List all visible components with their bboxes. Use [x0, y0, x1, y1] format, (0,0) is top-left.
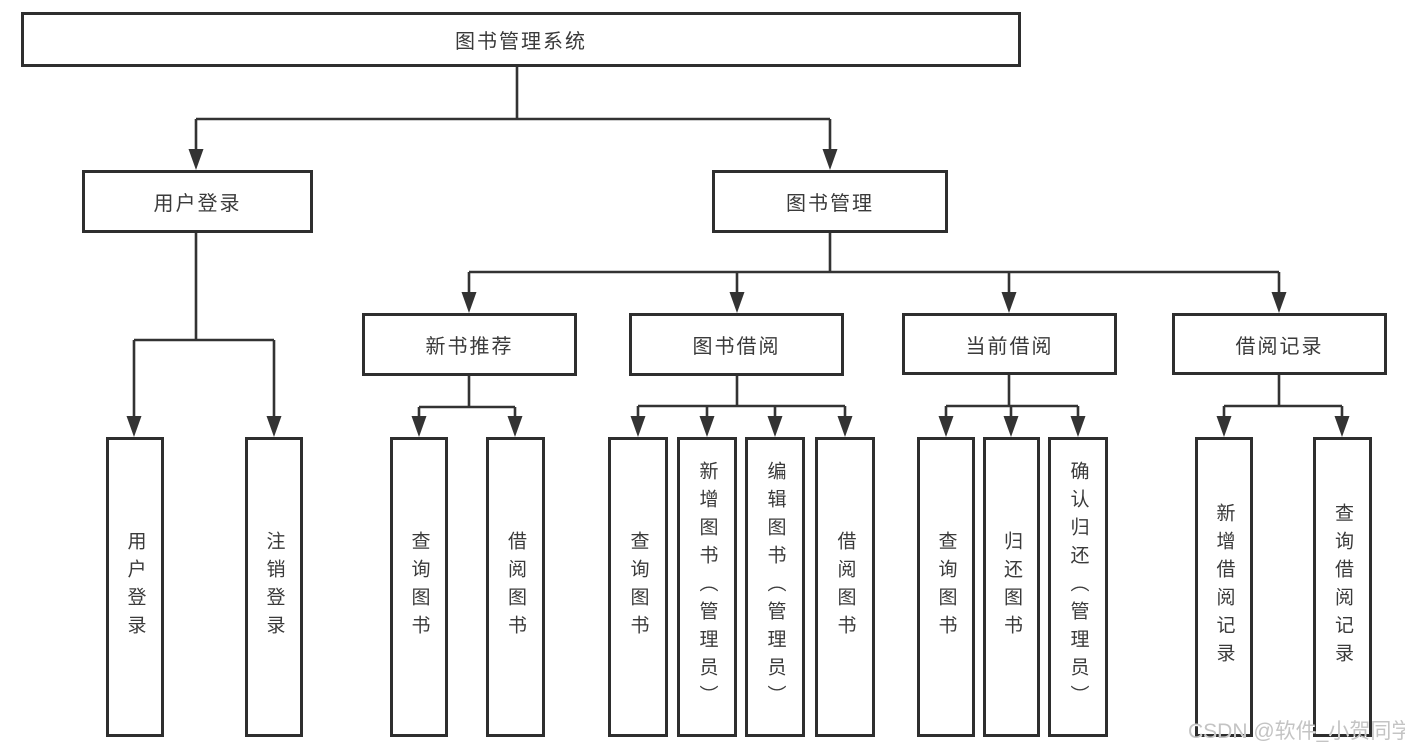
arrowhead-icon [1001, 292, 1017, 313]
leaf-current-confirm-admin: 确认归还（管理员） [1048, 437, 1108, 737]
leaf-borrow-edit-admin-label: 编辑图书（管理员） [764, 461, 786, 713]
csdn-watermark: CSDN @软件_小贺同学 [1188, 720, 1405, 743]
connector-newbook-to-leaves [417, 376, 517, 420]
arrowhead-icon [1216, 416, 1232, 437]
node-root: 图书管理系统 [21, 12, 1021, 67]
node-user-login: 用户登录 [82, 170, 313, 233]
arrowhead-icon [1271, 292, 1287, 313]
leaf-current-return-label: 归还图书 [1001, 531, 1022, 643]
arrowhead-icon [461, 292, 477, 313]
connector-userlogin-to-leaves [132, 233, 276, 419]
leaf-record-add: 新增借阅记录 [1195, 437, 1253, 737]
connector-current-to-leaves [944, 375, 1080, 420]
connector-root-to-level2 [194, 67, 832, 152]
leaf-current-query: 查询图书 [917, 437, 975, 737]
leaf-borrow-add-admin: 新增图书（管理员） [677, 437, 737, 737]
leaf-user-login-label: 用户登录 [124, 531, 146, 643]
arrowhead-icon [1003, 416, 1019, 437]
leaf-newbook-borrow-label: 借阅图书 [505, 531, 526, 643]
node-book-management: 图书管理 [712, 170, 948, 233]
arrowheads [126, 149, 1350, 437]
leaf-logout-label: 注销登录 [263, 531, 285, 643]
node-user-login-label: 用户登录 [153, 193, 242, 215]
leaf-current-query-label: 查询图书 [935, 531, 957, 643]
connector-lines [132, 67, 1344, 420]
leaf-borrow-borrow: 借阅图书 [815, 437, 875, 737]
arrowhead-icon [822, 149, 838, 170]
arrowhead-icon [837, 416, 853, 437]
arrowhead-icon [767, 416, 783, 437]
arrowhead-icon [938, 416, 954, 437]
node-borrow-record-label: 借阅记录 [1235, 335, 1324, 358]
leaf-borrow-query: 查询图书 [608, 437, 668, 737]
leaf-newbook-borrow: 借阅图书 [486, 437, 545, 737]
arrowhead-icon [126, 416, 142, 437]
leaf-record-add-label: 新增借阅记录 [1213, 503, 1235, 671]
leaf-borrow-add-admin-label: 新增图书（管理员） [696, 461, 718, 713]
leaf-newbook-query: 查询图书 [390, 437, 448, 737]
leaf-user-login: 用户登录 [106, 437, 164, 737]
leaf-logout: 注销登录 [245, 437, 303, 737]
node-root-label: 图书管理系统 [455, 31, 587, 53]
arrowhead-icon [188, 149, 204, 170]
node-current-borrow: 当前借阅 [902, 313, 1117, 375]
arrowhead-icon [729, 292, 745, 313]
leaf-newbook-query-label: 查询图书 [408, 531, 430, 643]
node-new-book-recommend-label: 新书推荐 [425, 336, 514, 358]
arrowhead-icon [411, 416, 427, 437]
connector-bookmgmt-to-level3 [467, 233, 1281, 296]
arrowhead-icon [1334, 416, 1350, 437]
node-borrow-record: 借阅记录 [1172, 313, 1387, 375]
leaf-current-confirm-admin-label: 确认归还（管理员） [1067, 461, 1089, 713]
node-current-borrow-label: 当前借阅 [965, 335, 1054, 358]
node-book-borrow-label: 图书借阅 [692, 336, 781, 358]
arrowhead-icon [266, 416, 282, 437]
leaf-borrow-borrow-label: 借阅图书 [834, 531, 856, 643]
arrowhead-icon [507, 416, 523, 437]
arrowhead-icon [630, 416, 646, 437]
connector-borrow-to-leaves [636, 376, 847, 420]
arrowhead-icon [699, 416, 715, 437]
node-new-book-recommend: 新书推荐 [362, 313, 577, 376]
leaf-current-return: 归还图书 [983, 437, 1040, 737]
leaf-borrow-query-label: 查询图书 [627, 531, 649, 643]
leaf-record-query-label: 查询借阅记录 [1332, 503, 1353, 671]
leaf-record-query: 查询借阅记录 [1313, 437, 1372, 737]
leaf-borrow-edit-admin: 编辑图书（管理员） [745, 437, 805, 737]
node-book-borrow: 图书借阅 [629, 313, 844, 376]
node-book-management-label: 图书管理 [786, 193, 874, 215]
connector-record-to-leaves [1222, 375, 1344, 420]
arrowhead-icon [1070, 416, 1086, 437]
